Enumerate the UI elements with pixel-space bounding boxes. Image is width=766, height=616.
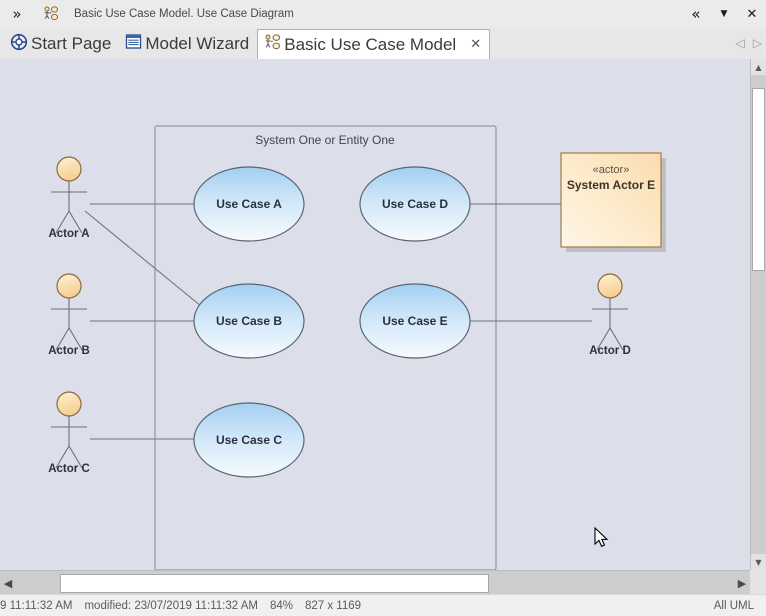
connectors — [84, 203, 592, 440]
status-zoom-level[interactable]: 84% — [269, 599, 293, 612]
use-case-c-node[interactable]: Use Case C — [193, 402, 305, 478]
tab-navigation: ◁ ▷ — [736, 36, 762, 50]
scroll-right-arrow-icon[interactable]: ▶ — [734, 573, 750, 593]
collapse-button[interactable]: « — [691, 5, 701, 23]
system-boundary-label: System One or Entity One — [255, 133, 395, 147]
tab-prev-icon[interactable]: ◁ — [735, 36, 745, 50]
status-modified-timestamp: modified: 23/07/2019 11:11:32 AM — [84, 599, 258, 612]
vertical-scrollbar[interactable]: ▲ ▼ — [750, 59, 766, 570]
actor-b-label: Actor B — [48, 345, 90, 357]
system-boundary[interactable]: System One or Entity One — [154, 125, 497, 570]
tab-model-wizard[interactable]: Model Wizard — [119, 29, 257, 59]
system-actor-e-node[interactable]: «actor» System Actor E — [560, 152, 666, 252]
actor-d-node[interactable]: Actor D — [589, 273, 631, 357]
window-menu-caret-icon[interactable]: ▼ — [720, 9, 728, 19]
use-case-d-label: Use Case D — [382, 197, 448, 211]
use-case-diagram-icon — [34, 1, 68, 28]
scroll-down-arrow-icon[interactable]: ▼ — [751, 554, 766, 570]
window-title: Basic Use Case Model. Use Case Diagram — [74, 8, 294, 20]
use-case-c-label: Use Case C — [216, 433, 282, 447]
scroll-left-arrow-icon[interactable]: ◀ — [0, 573, 16, 593]
actor-b-node[interactable]: Actor B — [48, 273, 90, 357]
actor-d-label: Actor D — [589, 345, 631, 357]
use-case-e-label: Use Case E — [382, 314, 447, 328]
tab-start-page[interactable]: Start Page — [4, 29, 119, 59]
actor-a-node[interactable]: Actor A — [48, 156, 90, 240]
use-case-a-label: Use Case A — [216, 197, 282, 211]
system-actor-e-rect[interactable] — [560, 152, 662, 248]
tab-label: Start Page — [31, 34, 112, 53]
status-profile[interactable]: All UML — [713, 599, 754, 612]
scroll-up-arrow-icon[interactable]: ▲ — [751, 59, 766, 75]
use-case-b-label: Use Case B — [216, 314, 282, 328]
close-window-button[interactable]: ✕ — [746, 6, 758, 22]
horizontal-scrollbar-thumb[interactable] — [60, 574, 489, 593]
status-page-size: 827 x 1169 — [304, 599, 362, 612]
tab-next-icon[interactable]: ▷ — [752, 36, 762, 50]
title-bar: » Basic Use Case Model. Use Case Diagram… — [0, 0, 766, 29]
status-left-group: 9 11:11:32 AM modified: 23/07/2019 11:11… — [0, 600, 373, 612]
scrollbar-corner — [750, 570, 766, 594]
system-actor-e-stereotype: «actor» — [593, 164, 630, 176]
status-bar: 9 11:11:32 AM modified: 23/07/2019 11:11… — [0, 594, 766, 616]
mouse-cursor — [594, 526, 610, 554]
horizontal-scrollbar[interactable]: ◀ ▶ — [0, 570, 750, 594]
vertical-scrollbar-thumb[interactable] — [752, 88, 765, 271]
start-page-icon — [10, 33, 28, 56]
tab-label: Model Wizard — [145, 34, 250, 53]
system-boundary-rect[interactable] — [154, 125, 497, 570]
actor-a-label: Actor A — [48, 228, 89, 240]
model-wizard-icon — [125, 33, 142, 55]
system-actor-e-label: System Actor E — [567, 178, 655, 192]
use-case-b-node[interactable]: Use Case B — [193, 283, 305, 359]
tab-strip: Start Page Model Wizard — [0, 28, 766, 60]
close-tab-button[interactable]: ✕ — [470, 37, 482, 52]
use-case-d-node[interactable]: Use Case D — [359, 166, 471, 242]
actor-figures: Actor A Actor B Actor C Actor D — [48, 156, 631, 475]
diagram-canvas[interactable]: System One or Entity One — [0, 59, 766, 570]
double-chevron-right-icon[interactable]: » — [12, 5, 22, 23]
use-case-nodes: Use Case A Use Case B Use Case C Use Cas… — [193, 166, 471, 478]
connector-actor-a-use-case-b[interactable] — [84, 210, 208, 312]
status-created-timestamp: 9 11:11:32 AM — [0, 599, 73, 612]
tab-basic-use-case-model[interactable]: Basic Use Case Model ✕ — [257, 29, 491, 60]
actor-c-node[interactable]: Actor C — [48, 391, 90, 475]
use-case-diagram-icon — [264, 33, 281, 56]
use-case-diagram: System One or Entity One — [48, 125, 666, 570]
use-case-a-node[interactable]: Use Case A — [193, 166, 305, 242]
use-case-e-node[interactable]: Use Case E — [359, 283, 471, 359]
tab-label: Basic Use Case Model — [284, 34, 457, 54]
actor-c-label: Actor C — [48, 463, 90, 475]
